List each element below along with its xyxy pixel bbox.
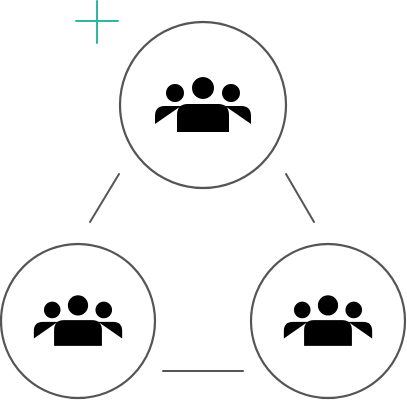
plus-icon	[75, 0, 119, 44]
connector-top-to-bottom-right	[285, 173, 315, 223]
node-top	[118, 20, 288, 190]
node-bottom-left	[0, 242, 157, 400]
node-bottom-right	[249, 242, 407, 400]
connector-top-to-bottom-left	[89, 173, 120, 223]
